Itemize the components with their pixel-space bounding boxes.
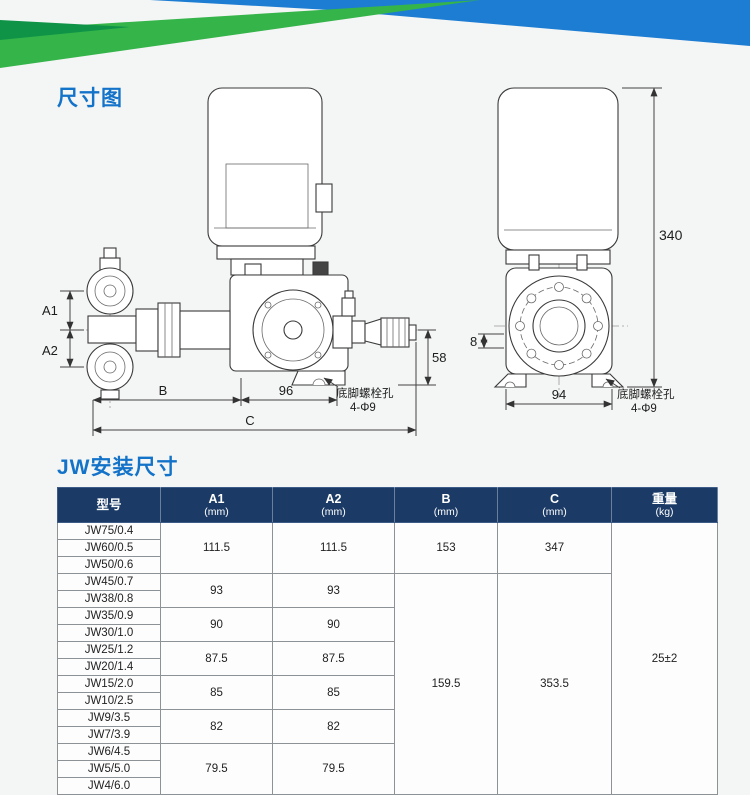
a1-cell: 85 (160, 675, 273, 710)
a2-cell: 79.5 (272, 743, 395, 795)
foot-note-text: 底脚螺栓孔 (617, 387, 675, 401)
foot-note-spec: 4-Φ9 (350, 402, 376, 414)
pump-dimension-drawings: A1 A2 58 B 96 (42, 87, 683, 436)
a2-cell: 93 (272, 573, 395, 608)
spec-row: JW20/1.4 (57, 658, 718, 676)
a2-cell: 87.5 (272, 641, 395, 676)
model-cell: JW45/0.7 (57, 573, 161, 591)
section-title-dimension-diagram: 尺寸图 (57, 87, 123, 110)
spec-row: JW50/0.6 (57, 556, 718, 574)
pump-side-view: 340 8 94 底脚螺栓孔 4-Φ9 (470, 87, 683, 415)
spec-row: JW38/0.8 (57, 590, 718, 608)
dim-58: 58 (398, 329, 446, 386)
a1-cell: 82 (160, 709, 273, 744)
model-cell: JW25/1.2 (57, 641, 161, 659)
dim-c-label: C (245, 413, 254, 428)
model-cell: JW20/1.4 (57, 658, 161, 676)
foot-note-text: 底脚螺栓孔 (336, 386, 394, 400)
table-header-row: 型号 A1 (mm) A2 (mm) B (mm) C (mm) 重量 (kg) (57, 487, 718, 523)
header-c: C (mm) (497, 487, 612, 523)
model-cell: JW9/3.5 (57, 709, 161, 727)
c-cell: 347 (497, 522, 612, 574)
model-cell: JW4/6.0 (57, 777, 161, 795)
dim-8-label: 8 (470, 334, 477, 349)
motor-side (497, 87, 619, 265)
foot-bolt-hole (504, 381, 516, 388)
foot-bolt-note-right: 底脚螺栓孔 4-Φ9 (605, 378, 675, 415)
model-cell: JW6/4.5 (57, 743, 161, 761)
top-banner (0, 0, 750, 68)
model-cell: JW35/0.9 (57, 607, 161, 625)
a1-cell: 111.5 (160, 522, 273, 574)
dosing-head-assembly (86, 247, 231, 400)
dim-b-label: B (159, 383, 168, 398)
flange-circle (508, 275, 610, 377)
model-cell: JW10/2.5 (57, 692, 161, 710)
dim-96-label: 96 (279, 383, 293, 398)
a1-cell: 87.5 (160, 641, 273, 676)
model-cell: JW50/0.6 (57, 556, 161, 574)
dim-c: C (92, 342, 417, 436)
injection-assembly (332, 290, 417, 349)
model-cell: JW60/0.5 (57, 539, 161, 557)
model-cell: JW75/0.4 (57, 522, 161, 540)
dim-340-label: 340 (659, 227, 683, 243)
a2-cell: 85 (272, 675, 395, 710)
model-cell: JW7/3.9 (57, 726, 161, 744)
header-weight: 重量 (kg) (611, 487, 718, 523)
weight-cell: 25±2 (611, 522, 718, 795)
banner-blue-swoosh (150, 0, 750, 46)
c-cell: 353.5 (497, 573, 612, 795)
a2-cell: 82 (272, 709, 395, 744)
model-cell: JW5/5.0 (57, 760, 161, 778)
dim-58-label: 58 (432, 350, 446, 365)
dim-a1: A1 (42, 290, 84, 331)
banner-teal-swoosh (0, 20, 130, 40)
dim-94: 94 (505, 387, 613, 410)
spec-row: JW30/1.0 (57, 624, 718, 642)
dim-340: 340 (622, 87, 683, 388)
model-cell: JW15/2.0 (57, 675, 161, 693)
b-cell: 159.5 (394, 573, 498, 795)
dim-8: 8 (470, 333, 504, 349)
dim-a1-label: A1 (42, 303, 58, 318)
motor-front (207, 87, 333, 276)
banner-green-swoosh (0, 0, 480, 68)
installation-dimension-table: 型号 A1 (mm) A2 (mm) B (mm) C (mm) 重量 (kg) (57, 487, 718, 795)
section-title-installation-dimensions: JW安装尺寸 (57, 456, 179, 479)
a2-cell: 111.5 (272, 522, 395, 574)
pump-front-view: A1 A2 58 B 96 (42, 87, 446, 436)
header-a1: A1 (mm) (160, 487, 273, 523)
foot-bolt-note-left: 底脚螺栓孔 4-Φ9 (323, 377, 394, 414)
spec-row: JW4/6.0 (57, 777, 718, 795)
foot-note-spec: 4-Φ9 (631, 403, 657, 415)
dim-96: 96 (240, 383, 338, 406)
model-cell: JW30/1.0 (57, 624, 161, 642)
header-model: 型号 (57, 487, 161, 523)
a1-cell: 90 (160, 607, 273, 642)
mounting-foot-left (493, 373, 527, 388)
header-b: B (mm) (394, 487, 498, 523)
discharge-valve (86, 267, 134, 315)
dim-a2: A2 (42, 329, 84, 368)
a1-cell: 79.5 (160, 743, 273, 795)
a2-cell: 90 (272, 607, 395, 642)
b-cell: 153 (394, 522, 498, 574)
pump-head-circle (252, 289, 334, 371)
header-a2: A2 (mm) (272, 487, 395, 523)
model-cell: JW38/0.8 (57, 590, 161, 608)
dim-94-label: 94 (552, 387, 566, 402)
a1-cell: 93 (160, 573, 273, 608)
dim-a2-label: A2 (42, 343, 58, 358)
suction-valve (86, 343, 134, 391)
